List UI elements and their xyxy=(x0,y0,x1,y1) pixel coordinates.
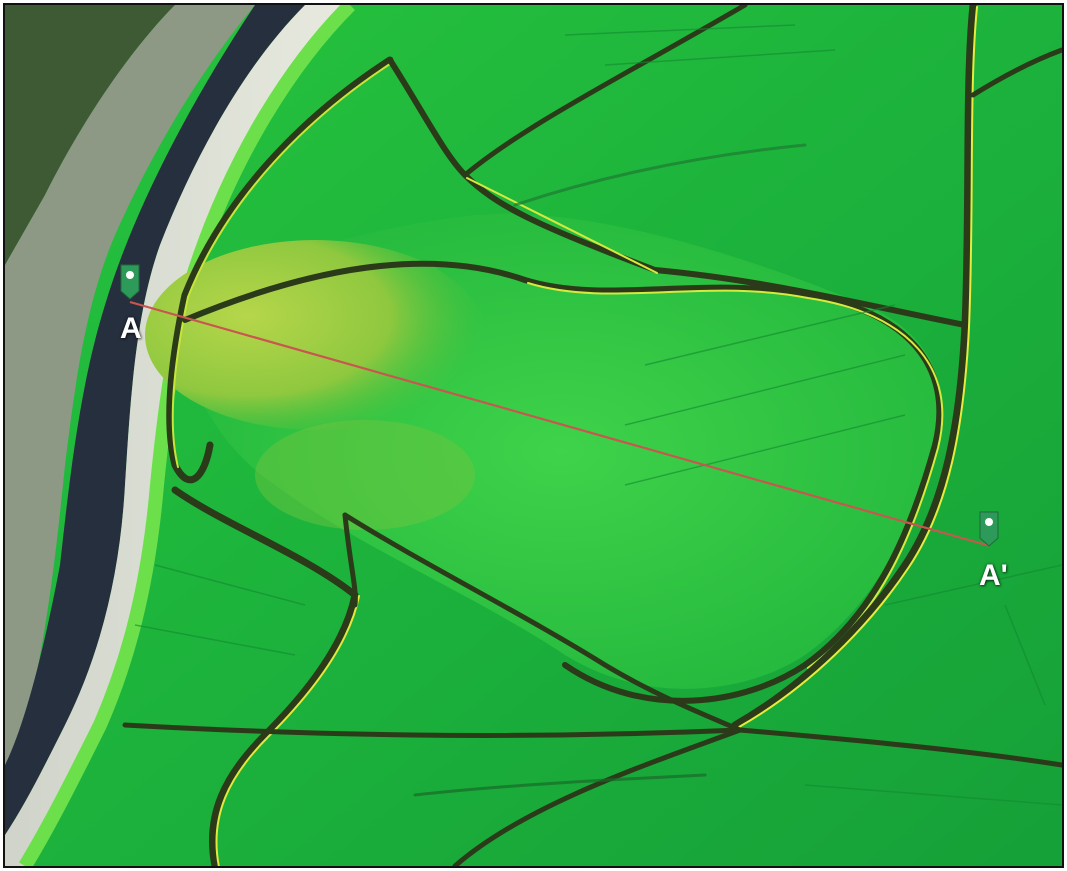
marker-a-pin-icon[interactable] xyxy=(120,264,140,300)
floodplain-field xyxy=(5,5,255,765)
riverbank xyxy=(5,5,350,866)
forest-area xyxy=(5,5,175,265)
marker-a-prime-pin-icon[interactable] xyxy=(979,511,999,547)
bank-edge xyxy=(19,5,355,866)
marker-a-label: A xyxy=(120,312,142,345)
ditch-network xyxy=(122,5,1062,866)
river xyxy=(5,5,305,835)
lidar-hillshade-map[interactable] xyxy=(5,5,1062,866)
lidar-map-frame: A A' xyxy=(3,3,1064,868)
rough-ground-2 xyxy=(255,420,475,530)
marker-a-prime-label: A' xyxy=(979,559,1008,592)
rough-ground xyxy=(145,240,485,430)
field-patterns xyxy=(134,24,1062,806)
profile-line[interactable] xyxy=(129,300,991,548)
